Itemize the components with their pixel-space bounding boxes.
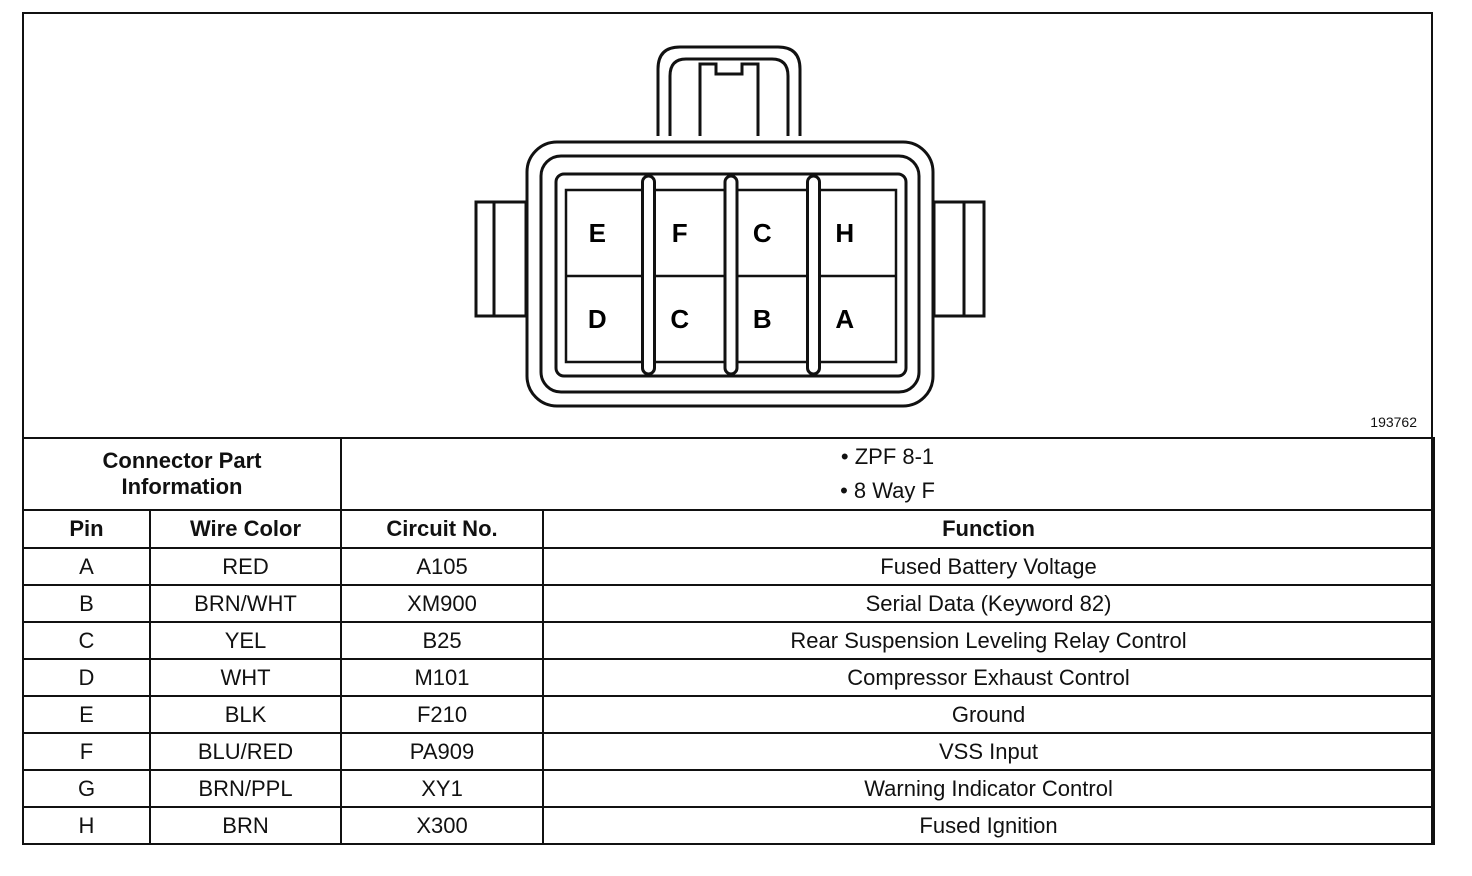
header-circuit: Circuit No. bbox=[340, 509, 545, 549]
cell-circuit: F210 bbox=[340, 695, 545, 734]
connector-face-drawing: E F C H D C B A bbox=[474, 45, 986, 408]
connector-housing-inner bbox=[539, 154, 921, 394]
cavity-divider bbox=[806, 174, 821, 376]
part-info-values-cell: ZPF 8-1 8 Way F bbox=[340, 437, 1436, 511]
cell-wire-color: BRN bbox=[148, 806, 343, 845]
cavity-divider bbox=[723, 174, 739, 376]
cell-circuit: B25 bbox=[340, 621, 545, 660]
cell-wire-color: WHT bbox=[148, 658, 343, 697]
cell-pin: G bbox=[22, 769, 151, 808]
right-ear bbox=[932, 200, 986, 318]
pin-cavity-label: H bbox=[835, 218, 854, 248]
part-info-item: ZPF 8-1 bbox=[342, 440, 1433, 474]
cell-circuit: M101 bbox=[340, 658, 545, 697]
cell-pin: C bbox=[22, 621, 151, 660]
cell-function: VSS Input bbox=[542, 732, 1436, 771]
cell-pin: D bbox=[22, 658, 151, 697]
cell-function: Rear Suspension Leveling Relay Control bbox=[542, 621, 1436, 660]
pin-cavity-labels: E F C H D C B A bbox=[588, 218, 855, 334]
cell-circuit: X300 bbox=[340, 806, 545, 845]
connector-drawing-area: E F C H D C B A 193762 bbox=[24, 14, 1431, 438]
cell-pin: A bbox=[22, 547, 151, 586]
pin-cavity-label: C bbox=[753, 218, 772, 248]
cavity-dividers bbox=[641, 174, 821, 376]
cell-circuit: XM900 bbox=[340, 584, 545, 623]
cell-wire-color: RED bbox=[148, 547, 343, 586]
pin-cavity-label: C bbox=[670, 304, 689, 334]
cell-function: Warning Indicator Control bbox=[542, 769, 1436, 808]
cell-wire-color: YEL bbox=[148, 621, 343, 660]
pin-cavity-label: F bbox=[672, 218, 688, 248]
cell-function: Fused Battery Voltage bbox=[542, 547, 1436, 586]
left-ear bbox=[474, 200, 528, 318]
locking-tab-inner bbox=[668, 57, 790, 136]
pin-cavity-label: D bbox=[588, 304, 607, 334]
pin-cavity-label: B bbox=[753, 304, 772, 334]
cell-wire-color: BLK bbox=[148, 695, 343, 734]
cell-pin: B bbox=[22, 584, 151, 623]
header-pin: Pin bbox=[22, 509, 151, 549]
cell-circuit: A105 bbox=[340, 547, 545, 586]
part-info-item: 8 Way F bbox=[342, 474, 1433, 508]
cell-function: Fused Ignition bbox=[542, 806, 1436, 845]
cell-wire-color: BRN/WHT bbox=[148, 584, 343, 623]
pin-cavity-label: E bbox=[589, 218, 606, 248]
table-header-row: Pin Wire Color Circuit No. Function bbox=[22, 509, 1436, 549]
header-function: Function bbox=[542, 509, 1436, 549]
locking-tab bbox=[656, 45, 802, 136]
cell-function: Serial Data (Keyword 82) bbox=[542, 584, 1436, 623]
cell-wire-color: BLU/RED bbox=[148, 732, 343, 771]
part-info-label-line1: Connector Part bbox=[102, 448, 262, 473]
cell-pin: E bbox=[22, 695, 151, 734]
cavity-frame bbox=[554, 172, 908, 378]
part-info-row: Connector Part Information ZPF 8-1 8 Way… bbox=[21, 437, 1436, 511]
header-wire-color: Wire Color bbox=[148, 509, 343, 549]
locking-tab-latch bbox=[698, 62, 760, 136]
cell-circuit: PA909 bbox=[340, 732, 545, 771]
cell-function: Compressor Exhaust Control bbox=[542, 658, 1436, 697]
cavity-divider bbox=[641, 174, 656, 376]
cell-pin: F bbox=[22, 732, 151, 771]
cell-circuit: XY1 bbox=[340, 769, 545, 808]
cell-wire-color: BRN/PPL bbox=[148, 769, 343, 808]
part-info-label-cell: Connector Part Information bbox=[21, 437, 343, 511]
cell-pin: H bbox=[22, 806, 151, 845]
pin-cavity-label: A bbox=[835, 304, 854, 334]
figure-number: 193762 bbox=[1370, 414, 1417, 430]
pinout-table: Connector Part Information ZPF 8-1 8 Way… bbox=[21, 437, 1436, 845]
part-info-label-line2: Information bbox=[121, 474, 243, 499]
cell-function: Ground bbox=[542, 695, 1436, 734]
